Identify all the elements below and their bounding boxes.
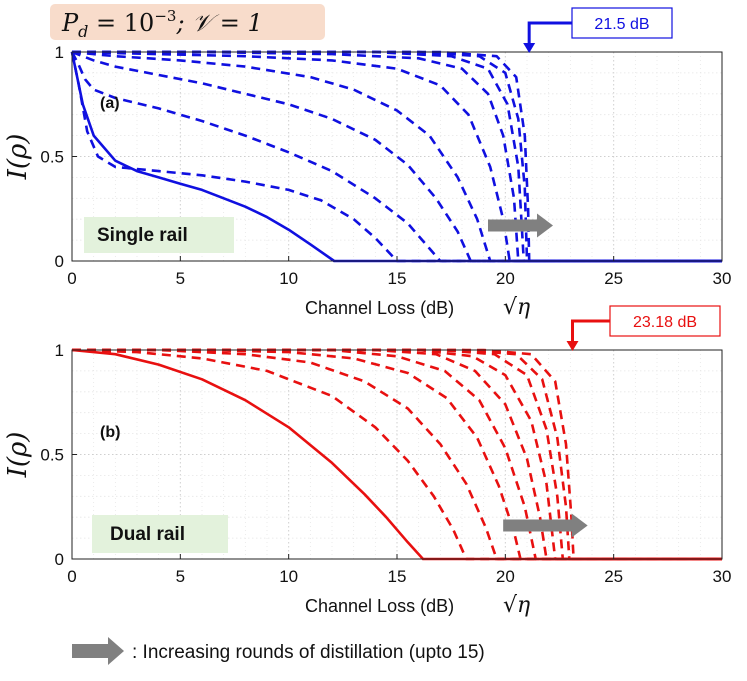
y-tick-label: 0 bbox=[55, 550, 64, 569]
callout-connector bbox=[527, 21, 572, 50]
panel-label: (b) bbox=[100, 424, 120, 441]
y-tick-label: 1 bbox=[55, 341, 64, 360]
y-tick-label: 0 bbox=[55, 252, 64, 271]
series-line-10 bbox=[72, 50, 722, 263]
x-tick-label: 0 bbox=[67, 567, 76, 586]
x-axis-math-label: √η bbox=[503, 295, 530, 320]
title-p: P bbox=[61, 9, 79, 37]
callout-box bbox=[609, 305, 721, 337]
callout-arrowhead-icon bbox=[566, 341, 579, 351]
series-line-5 bbox=[71, 50, 722, 263]
legend: : Increasing rounds of distillation (upt… bbox=[72, 637, 485, 665]
y-tick-label: 0.5 bbox=[40, 446, 64, 465]
x-tick-label: 30 bbox=[713, 567, 732, 586]
panel-label: (a) bbox=[100, 95, 120, 112]
x-tick-label: 15 bbox=[388, 567, 407, 586]
rail-label: Single rail bbox=[97, 225, 188, 246]
title-rest: ; 𝒱 = 1 bbox=[175, 9, 262, 37]
title-eq: = 10 bbox=[88, 9, 154, 37]
x-tick-label: 20 bbox=[496, 269, 515, 288]
callout-text: 21.5 dB bbox=[594, 16, 649, 33]
series-line-3 bbox=[70, 51, 722, 263]
rail-label-box bbox=[84, 217, 234, 253]
legend-note: : Increasing rounds of distillation (upt… bbox=[132, 642, 485, 663]
y-tick-label: 0.5 bbox=[40, 148, 64, 167]
callout-text: 23.18 dB bbox=[633, 314, 697, 331]
title-box bbox=[50, 4, 325, 40]
y-axis-label: I(ρ) bbox=[3, 432, 33, 479]
rail-label-box bbox=[92, 515, 228, 553]
x-axis-math-label: √η bbox=[503, 593, 530, 618]
title-sub: d bbox=[78, 22, 88, 41]
x-tick-label: 25 bbox=[604, 269, 623, 288]
x-tick-label: 20 bbox=[496, 567, 515, 586]
rounds-arrow-icon bbox=[503, 513, 588, 538]
figure-title: Pd = 10−3; 𝒱 = 1 bbox=[61, 7, 263, 41]
x-tick-label: 0 bbox=[67, 269, 76, 288]
x-axis-label: Channel Loss (dB) bbox=[305, 596, 454, 616]
rail-label: Dual rail bbox=[110, 524, 185, 545]
callout-box bbox=[571, 7, 673, 39]
y-tick-label: 1 bbox=[55, 43, 64, 62]
x-tick-label: 15 bbox=[388, 269, 407, 288]
series-line-3 bbox=[72, 348, 722, 561]
series-line-2 bbox=[70, 51, 722, 263]
series-line-1 bbox=[71, 348, 722, 561]
y-axis-label: I(ρ) bbox=[3, 134, 33, 181]
x-tick-label: 10 bbox=[279, 269, 298, 288]
x-axis-label: Channel Loss (dB) bbox=[305, 298, 454, 318]
x-tick-label: 5 bbox=[176, 567, 185, 586]
series-line-2 bbox=[71, 348, 722, 561]
x-tick-label: 5 bbox=[176, 269, 185, 288]
callout-connector bbox=[571, 319, 610, 348]
legend-arrow-icon bbox=[72, 637, 124, 665]
title-sup: −3 bbox=[154, 7, 176, 25]
x-tick-label: 10 bbox=[279, 567, 298, 586]
x-tick-label: 30 bbox=[713, 269, 732, 288]
series-line-4 bbox=[72, 348, 722, 561]
callout-arrowhead-icon bbox=[523, 43, 536, 53]
x-tick-label: 25 bbox=[604, 567, 623, 586]
series-line-1 bbox=[70, 51, 722, 263]
series-line-4 bbox=[71, 50, 722, 263]
rounds-arrow-icon bbox=[488, 213, 553, 238]
